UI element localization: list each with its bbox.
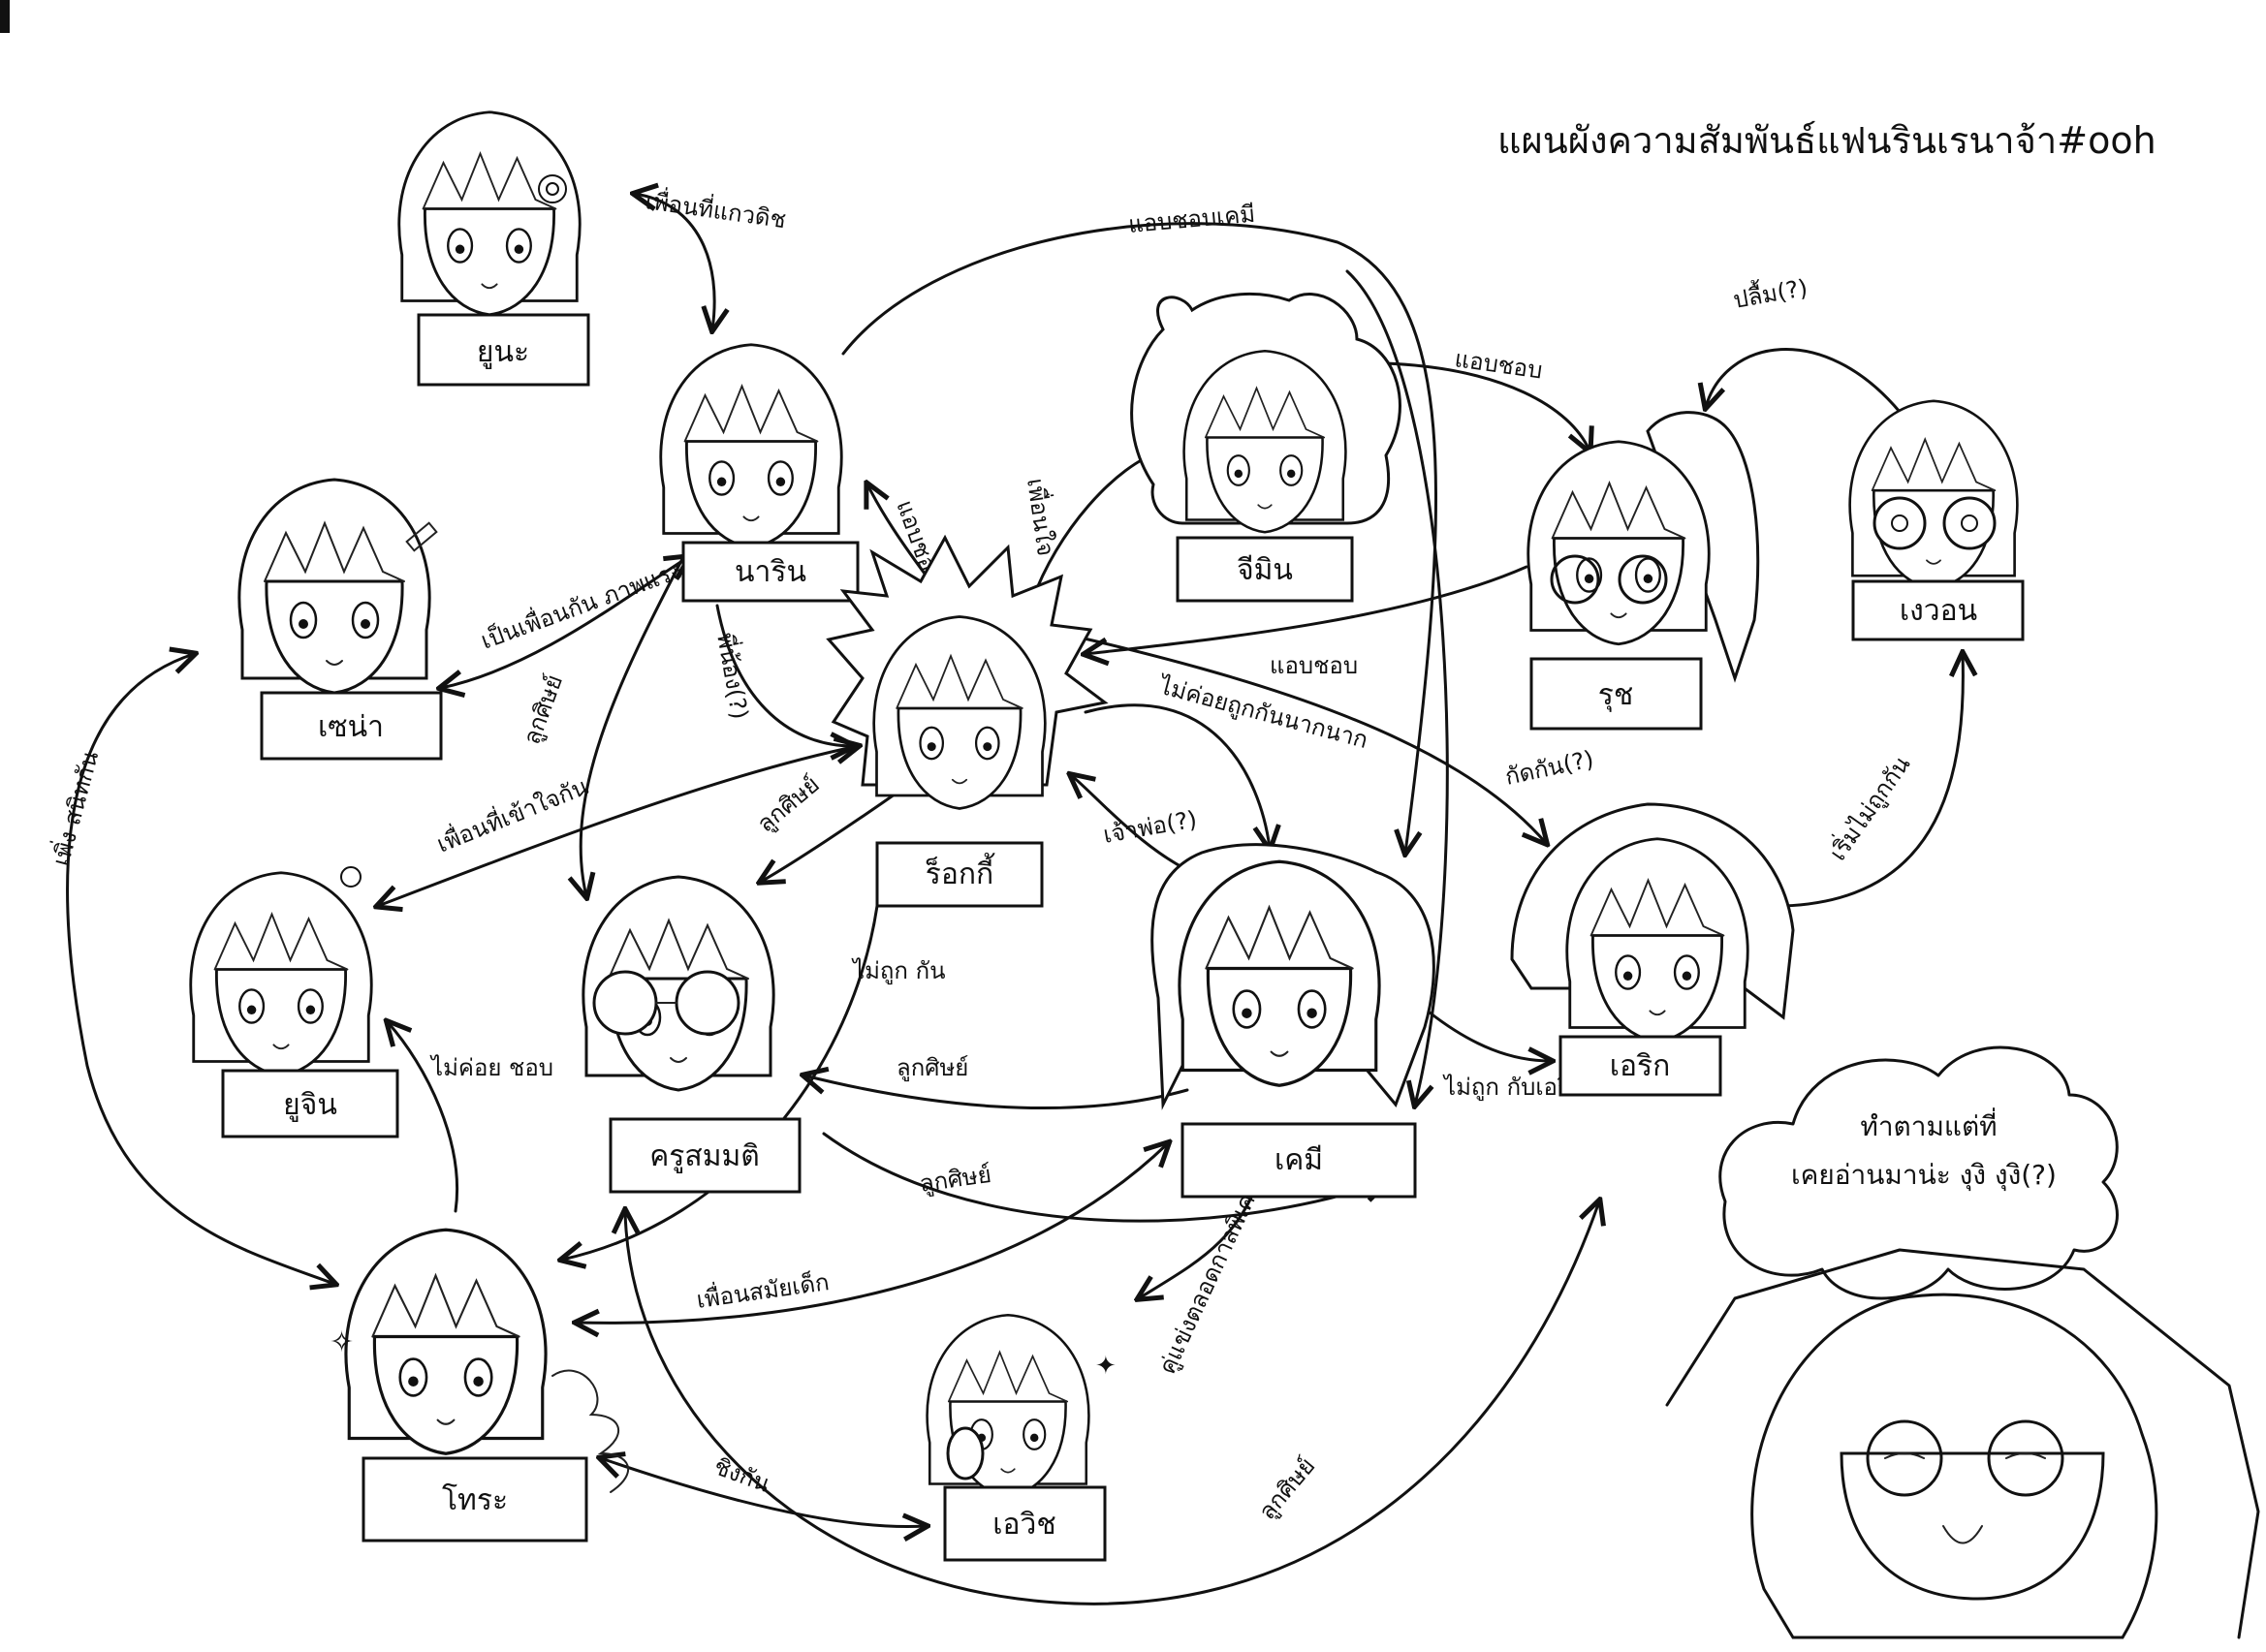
relation-label: เพื่อนที่เข้าใจกัน: [432, 770, 592, 858]
relation-label: เพิ่ง สนิทกัน: [45, 747, 104, 868]
relation-label: ลูกศิษย์: [1253, 1452, 1321, 1526]
relation-label: เริ่มไม่ถูกกัน: [1822, 749, 1917, 866]
relation-label: แอบชอบ: [1453, 345, 1544, 384]
diagram-title: แผนผังความสัมพันธ์แฟนรินเรนาจ้า#ooh: [1497, 119, 2156, 162]
relation-label: เพื่อนที่แกวดิช: [644, 184, 788, 234]
relation-label: ไม่ถูก กัน: [851, 957, 946, 985]
character-name: ยูนะ: [477, 335, 529, 369]
name-box: [1529, 657, 1703, 731]
character-name: ยูจิน: [283, 1088, 337, 1122]
ngwon-portrait: [1848, 399, 2019, 590]
character-name: เคมี: [1275, 1143, 1323, 1177]
author-note: ทำตามแต่ที่ เคยอ่านมาน่ะ งุงิ งุงิ(?): [1665, 1045, 2260, 1639]
relation-label: ไม่ค่อย ชอบ: [429, 1054, 553, 1081]
character-name: เอริก: [1610, 1049, 1671, 1083]
name-box: [1558, 1035, 1722, 1097]
relation-label: ลูกศิษย์: [752, 770, 826, 838]
character-aoi: ✦ เอวิช: [926, 1313, 1117, 1562]
kemi-portrait: [1178, 859, 1381, 1087]
character-ruch: รุช: [1526, 411, 1760, 731]
author-glasses-left: [1866, 1419, 1943, 1497]
relation-label: ลูกศิษย์: [918, 1161, 993, 1199]
ngwon-glasses-right: [1942, 496, 1997, 550]
character-eric: เอริก: [1510, 802, 1795, 1097]
corner-mark: [0, 0, 10, 33]
relation-label: แอบชอบเคมี: [1127, 201, 1256, 238]
name-box: [221, 1069, 399, 1138]
relation-label: พี่น้อง(?): [711, 631, 756, 722]
character-kemi: เคมี: [1150, 843, 1435, 1199]
author-frame: [1665, 1248, 2260, 1639]
bubble-text-line-1: ทำตามแต่ที่: [1860, 1107, 1997, 1142]
character-yuna: ยูนะ: [397, 110, 590, 387]
character-name: ครูสมมติ: [649, 1139, 760, 1173]
bubble-text-line-2: เคยอ่านมาน่ะ งุงิ งุงิ(?): [1791, 1159, 2057, 1192]
character-name: เซน่า: [318, 710, 384, 744]
character-name: รุช: [1598, 678, 1633, 713]
name-box: [1176, 536, 1354, 603]
name-box: [417, 313, 590, 387]
character-name: ร็อกกี้: [926, 853, 995, 891]
character-tora: ✧ โทระ: [330, 1228, 630, 1543]
ngwon-glasses-left: [1873, 496, 1927, 550]
narin-portrait: [659, 343, 843, 549]
headphones-icon: [946, 1426, 985, 1481]
kru-glasses-right: [675, 970, 740, 1036]
sparkle-icon: ✧: [330, 1325, 354, 1359]
sparkle-icon: ✦: [1095, 1352, 1117, 1381]
relation-label: ลูกศิษย์: [897, 1054, 968, 1082]
relation-label: เพื่อนใจ: [1022, 477, 1062, 558]
character-rocky: ร็อกกี้: [826, 534, 1109, 908]
character-name: เอวิช: [992, 1508, 1055, 1542]
relation-label: เจ้าพ่อ(?): [1101, 805, 1199, 848]
character-jimin: จีมิน: [1130, 293, 1401, 603]
ruch-glasses-left: [1550, 554, 1600, 605]
tora-portrait: [344, 1228, 548, 1455]
character-kru-sommut: ครูสมมติ: [582, 875, 802, 1194]
name-box: [875, 841, 1044, 908]
name-box: [609, 1117, 802, 1194]
name-box: [1180, 1122, 1417, 1199]
relation-label: เป็นเพื่อนกัน ภาพแรง: [476, 554, 685, 655]
name-box: [1851, 579, 2025, 641]
eric-portrait: [1565, 837, 1749, 1044]
character-name: จีมิน: [1237, 553, 1293, 587]
name-box: [362, 1456, 588, 1543]
name-box: [681, 541, 860, 603]
character-name: นาริน: [735, 555, 806, 589]
tora-scarf: [551, 1369, 630, 1493]
speech-bubble: [1718, 1045, 2119, 1300]
jimin-portrait: [1182, 349, 1347, 534]
name-box: [260, 691, 443, 761]
author-face: [1840, 1451, 2105, 1601]
sena-portrait: [237, 478, 431, 695]
character-name: โทระ: [442, 1482, 508, 1517]
relation-label: ชิงกัน: [710, 1452, 773, 1497]
relation-label: ลูกศิษย์: [518, 671, 569, 749]
ruch-glasses-right: [1618, 554, 1668, 605]
relation-label: ปลื้ม(?): [1730, 270, 1810, 314]
character-yujin: ยูจิน: [189, 866, 399, 1138]
kru-glasses-left: [592, 970, 658, 1036]
relation-label: กัดกัน(?): [1502, 745, 1595, 791]
rocky-portrait: [872, 615, 1047, 810]
name-box: [943, 1485, 1107, 1562]
yuna-portrait: [397, 110, 582, 317]
author-glasses-right: [1987, 1419, 2064, 1497]
character-narin: นาริน: [659, 343, 860, 603]
character-sena: เซน่า: [237, 478, 443, 761]
ruch-portrait: [1526, 440, 1711, 646]
relation-label: แอบชอบ: [1270, 652, 1358, 679]
yujin-portrait: [189, 871, 373, 1077]
character-ngwon: เงวอน: [1848, 399, 2025, 641]
character-name: เงวอน: [1900, 594, 1977, 628]
